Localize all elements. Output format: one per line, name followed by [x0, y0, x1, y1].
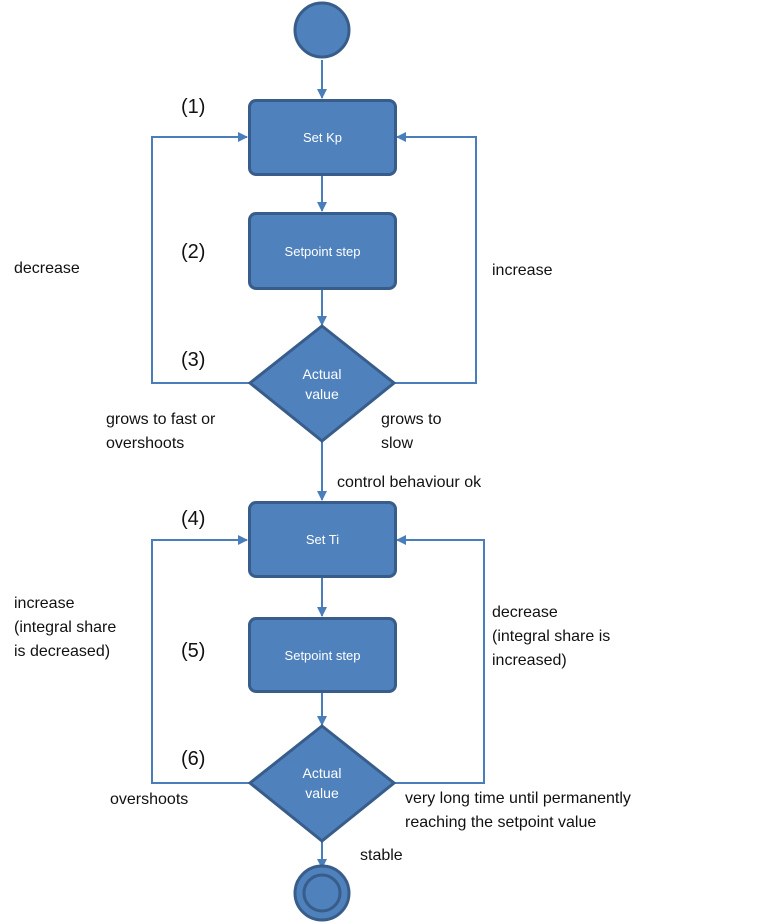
decision-2-text: Actual value [282, 763, 362, 803]
label-grows-fast-line-1: grows to fast or [106, 411, 216, 428]
label-grows-slow-line-2: slow [381, 435, 414, 452]
loop-decrease-ti [394, 535, 485, 784]
label-ti-increase-line-1: increase [14, 595, 75, 612]
step-number-6: (6) [181, 748, 206, 770]
label-kp-decrease: decrease [14, 260, 80, 277]
decision-1-line-2: value [305, 386, 339, 402]
label-grows-fast-line-2: overshoots [106, 435, 185, 452]
end-node-inner [302, 873, 342, 913]
label-ti-decrease-line-1: decrease [492, 604, 558, 621]
set-kp-box: Set Kp [248, 99, 397, 176]
step-number-2: (2) [181, 241, 206, 263]
decision-2-line-1: Actual [302, 765, 342, 781]
decision-diamond-1 [247, 324, 397, 443]
loop-increase-kp [394, 132, 477, 384]
label-long-time-line-2: reaching the setpoint value [405, 814, 597, 831]
decision-1-text: Actual value [282, 364, 362, 404]
label-ti-decrease-line-3: increased) [492, 652, 567, 669]
label-kp-increase: increase [492, 262, 553, 279]
label-stable: stable [360, 847, 403, 864]
step-number-5: (5) [181, 640, 206, 662]
loop-decrease-kp [151, 132, 250, 384]
label-grows-slow: grows to slow [381, 408, 441, 456]
step-number-4: (4) [181, 508, 206, 530]
label-ti-decrease: decrease (integral share is increased) [492, 601, 610, 673]
label-long-time: very long time until permanently reachin… [405, 787, 631, 835]
setpoint-step-box-1: Setpoint step [248, 212, 397, 290]
label-overshoots: overshoots [110, 791, 189, 808]
setpoint-step-box-2: Setpoint step [248, 617, 397, 693]
label-control-ok: control behaviour ok [337, 474, 482, 491]
step-number-1: (1) [181, 96, 206, 118]
step-number-3: (3) [181, 349, 206, 371]
loop-increase-ti [151, 535, 250, 784]
decision-1-line-1: Actual [302, 366, 342, 382]
decision-2-line-2: value [305, 785, 339, 801]
start-node [293, 1, 351, 59]
label-grows-fast-overshoots: grows to fast or overshoots [106, 408, 215, 456]
label-ti-increase-line-3: is decreased) [14, 643, 111, 660]
label-long-time-line-1: very long time until permanently [405, 790, 631, 807]
label-ti-increase-line-2: (integral share [14, 619, 117, 636]
label-ti-decrease-line-2: (integral share is [492, 628, 611, 645]
label-grows-slow-line-1: grows to [381, 411, 442, 428]
decision-diamond-2 [247, 724, 397, 843]
label-ti-increase: increase (integral share is decreased) [14, 592, 116, 664]
set-ti-box: Set Ti [248, 501, 397, 578]
